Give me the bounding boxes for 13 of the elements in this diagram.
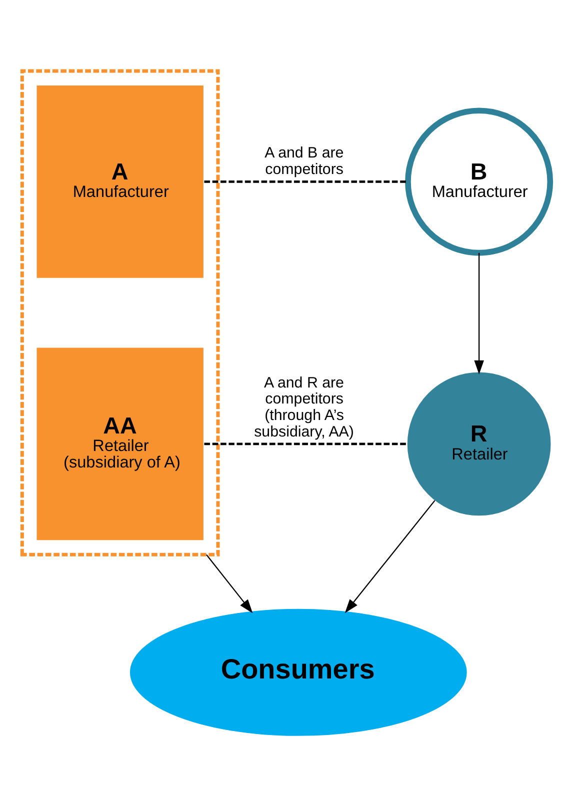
arrow [206, 554, 253, 613]
connector [204, 180, 408, 182]
node-box: AA Retailer (subsidiary of A) [36, 346, 205, 541]
node-circle: B Manufacturer [405, 107, 554, 256]
edge-label: A and B are competitors [264, 144, 344, 178]
edge-label: A and R are competitors (through A’s subsidiary, AA) [254, 374, 354, 440]
node-box: A Manufacturer [36, 84, 205, 279]
arrow [474, 252, 484, 374]
cluster [20, 68, 220, 556]
arrow [344, 500, 436, 613]
node-ellipse: Consumers [130, 608, 467, 736]
node-circle: R Retailer [407, 372, 551, 516]
connector [204, 442, 408, 445]
